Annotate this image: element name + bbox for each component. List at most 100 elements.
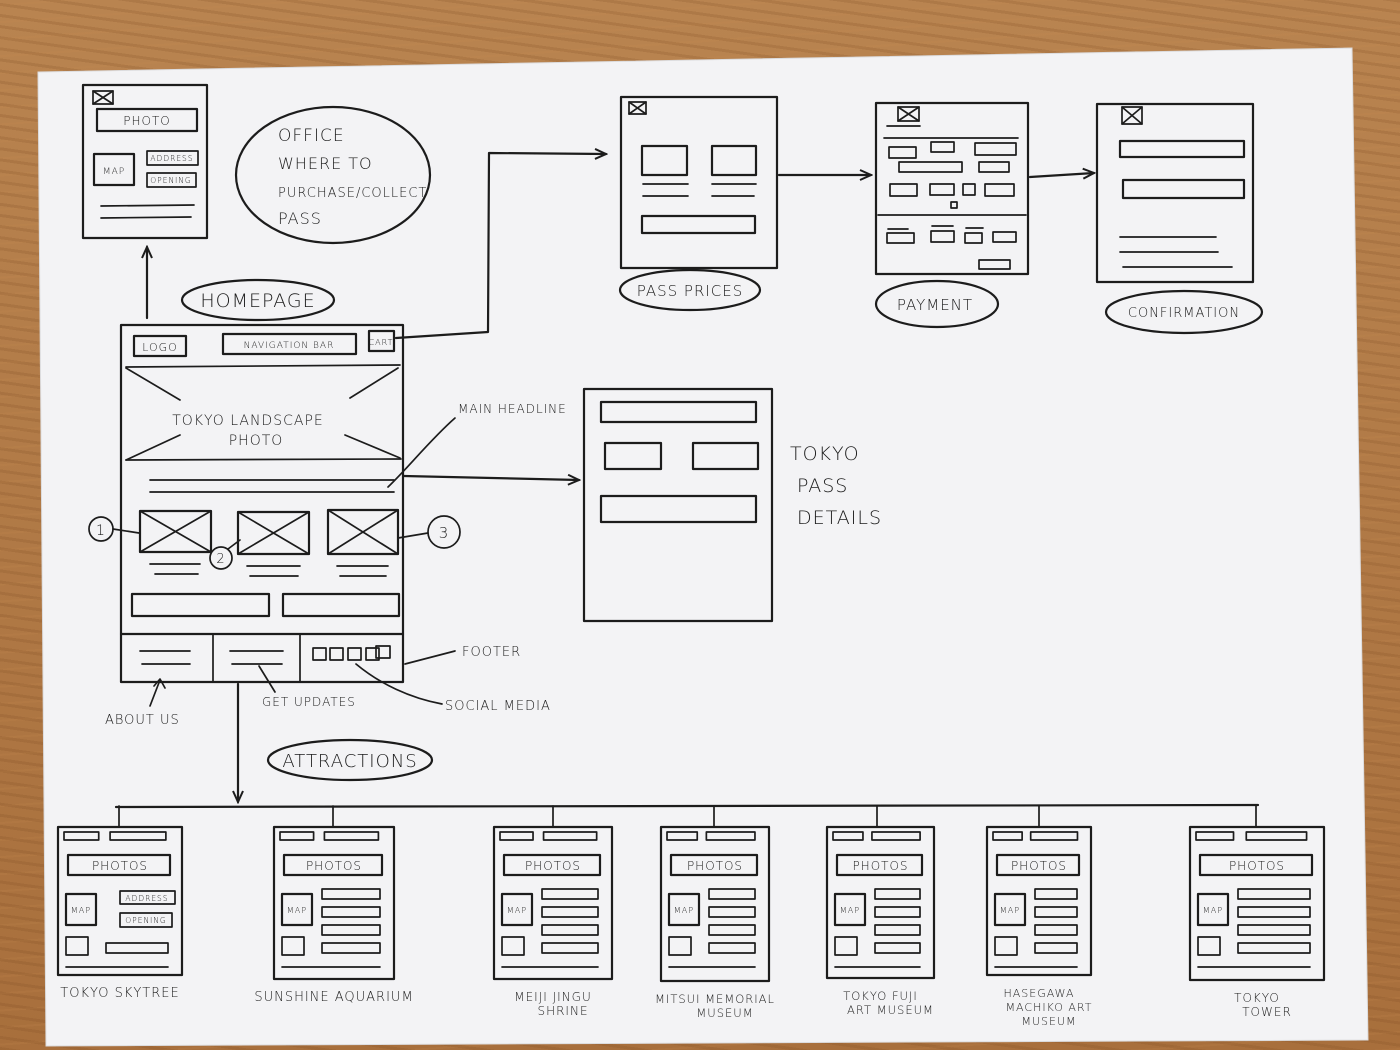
attraction-4-photos-box: [669, 853, 759, 877]
hero-line-1: TOKYO LANDSCAPE: [172, 413, 324, 429]
attraction-1-thumb-1: [65, 936, 89, 956]
attraction-3-photos-box: [502, 853, 602, 877]
confirmation-label-text: CONFIRMATION: [1128, 306, 1240, 321]
social-media-pointer: [355, 663, 443, 705]
main-headline-pointer: [387, 417, 456, 488]
attraction-3-info-box-1: [541, 888, 599, 900]
attraction-1-address-label: ADDRESS: [125, 894, 168, 903]
marker-1: 1: [88, 516, 140, 542]
attraction-page-7: [1188, 825, 1326, 982]
attraction-4-info-box-3: [708, 924, 756, 936]
attraction-3-name-line-1: MEIJI JINGU: [514, 990, 592, 1004]
attraction-6-map-box: [993, 892, 1027, 927]
attraction-7-map-box: [1196, 892, 1230, 927]
attraction-7-thumb-2: [1237, 942, 1311, 954]
payment-label: PAYMENT: [874, 279, 1000, 329]
attraction-4-nav-box: [705, 831, 756, 841]
attraction-1-logo-box: [63, 831, 100, 841]
attraction-5-info-box-3: [874, 924, 921, 936]
annotation-main-headline: MAIN HEADLINE: [458, 402, 567, 416]
attraction-2-thumb-1: [281, 936, 305, 956]
attraction-2-photos-box: [282, 853, 384, 877]
attraction-5-photos-box: [835, 853, 924, 877]
attraction-7-map-label: MAP: [1203, 906, 1223, 915]
homepage-label: HOMEPAGE: [180, 278, 336, 322]
attraction-3-map-label: MAP: [507, 906, 527, 915]
attraction-4-name-line-1: MITSUI MEMORIAL: [655, 992, 775, 1006]
attraction-page-3: [492, 825, 614, 981]
arrow-payment-to-confirmation: [1028, 173, 1094, 177]
attraction-3-name-line-2: SHRINE: [537, 1004, 588, 1018]
attraction-1-address-box: [119, 890, 176, 905]
attraction-6-thumb-1: [994, 936, 1018, 956]
attraction-1-photos-box: [66, 853, 172, 877]
attraction-3-nav-box: [542, 831, 598, 841]
marker-1-text: 1: [96, 523, 106, 539]
attraction-3-map-box: [500, 892, 534, 927]
attractions-label: ATTRACTIONS: [266, 738, 434, 782]
office-photo-label: PHOTO: [123, 114, 170, 128]
details-label-line-1: TOKYO: [790, 443, 860, 465]
paper-sheet: [37, 47, 1369, 1047]
attraction-7-thumb-1: [1197, 936, 1221, 956]
footer-pointer: [404, 650, 456, 665]
attraction-7-info-box-2: [1237, 906, 1311, 918]
arrow-home-to-pass-prices: [394, 153, 606, 340]
attraction-7-name-line-2: TOWER: [1242, 1005, 1292, 1019]
office-opening-label: OPENING: [150, 176, 191, 185]
annotation-footer: FOOTER: [462, 645, 521, 660]
homepage-logo-label: LOGO: [142, 341, 178, 354]
attraction-5-info-box-1: [874, 888, 921, 900]
marker-2-text: 2: [216, 552, 225, 567]
attraction-1-photos-label: PHOTOS: [92, 859, 148, 873]
get-updates-pointer: [258, 665, 276, 693]
pass-prices-page: [619, 95, 779, 270]
pass-prices-label: PASS PRICES: [618, 268, 762, 312]
attraction-page-2: [272, 825, 396, 981]
attractions-label-text: ATTRACTIONS: [282, 751, 417, 772]
attraction-7-photos-label: PHOTOS: [1229, 859, 1285, 873]
marker-3: 3: [397, 515, 461, 549]
annotation-social-media: SOCIAL MEDIA: [445, 699, 551, 714]
office-caption: OFFICE WHERE TO PURCHASE/COLLECT PASS: [234, 105, 432, 245]
payment-label-text: PAYMENT: [897, 296, 973, 314]
homepage-label-text: HOMEPAGE: [200, 290, 315, 312]
pass-prices-label-text: PASS PRICES: [637, 282, 744, 300]
attraction-3-thumb-1: [501, 936, 525, 956]
attraction-2-photos-label: PHOTOS: [306, 859, 362, 873]
attraction-7-nav-box: [1245, 831, 1308, 841]
attraction-3-photos-label: PHOTOS: [525, 859, 581, 873]
attraction-3-info-box-3: [541, 924, 599, 936]
attraction-4-thumb-2: [708, 942, 756, 954]
attraction-6-name-line-1: HASEGAWA: [1004, 987, 1075, 1000]
attraction-page-1: [56, 825, 184, 977]
attraction-5-thumb-2: [874, 942, 921, 954]
attraction-1-opening-box: [119, 912, 173, 928]
attraction-6-name-line-3: MUSEUM: [1021, 1015, 1076, 1028]
details-label-line-3: DETAILS: [797, 507, 882, 529]
attraction-3-thumb-2: [541, 942, 599, 954]
marker-3-text: 3: [439, 524, 450, 542]
attraction-2-name-line-1: SUNSHINE AQUARIUM: [254, 990, 413, 1005]
office-caption-line-4: PASS: [278, 209, 322, 228]
attraction-page-5: [825, 825, 936, 980]
office-caption-line-3: PURCHASE/COLLECT: [278, 186, 427, 201]
attraction-1-name-line-1: TOKYO SKYTREE: [60, 986, 179, 1001]
attraction-4-thumb-1: [668, 936, 692, 956]
attraction-6-photos-label: PHOTOS: [1011, 859, 1067, 873]
attraction-7-photos-box: [1198, 853, 1314, 877]
attraction-1-map-box: [64, 892, 98, 927]
arrow-home-to-details: [402, 476, 579, 480]
attraction-3-info-box-2: [541, 906, 599, 918]
homepage-wireframe: LOGO NAVIGATION BAR CART TOKYO LANDSCAPE…: [119, 323, 405, 684]
attractions-tree-bar: [114, 803, 1260, 809]
attraction-7-name-line-1: TOKYO: [1234, 991, 1280, 1005]
attraction-6-name-line-2: MACHIKO ART: [1006, 1001, 1093, 1014]
attraction-2-map-label: MAP: [287, 906, 307, 915]
attraction-6-nav-box: [1029, 831, 1079, 841]
attraction-1-map-label: MAP: [71, 906, 91, 915]
attraction-page-4: [659, 825, 771, 983]
attraction-6-info-box-1: [1034, 888, 1078, 900]
